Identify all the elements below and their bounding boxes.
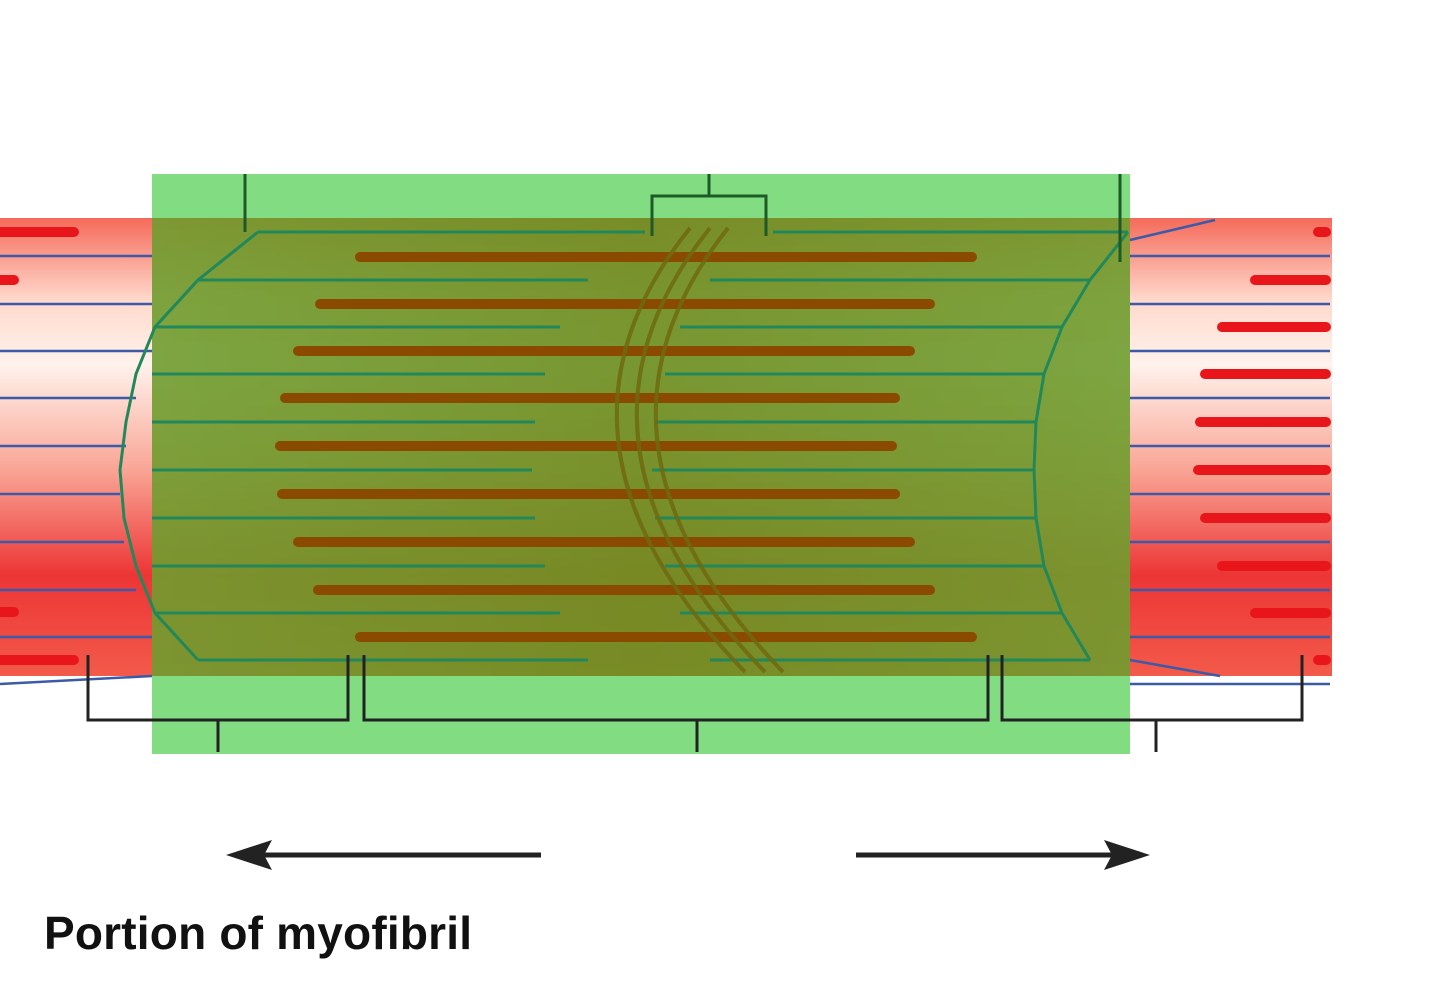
thin-filament-outside (0, 674, 153, 686)
thin-filaments-right-outside (1129, 218, 1330, 686)
thin-filament-outside (1129, 218, 1216, 242)
arrow-left-icon (226, 840, 541, 870)
thick-filaments-outside (0, 227, 1331, 665)
thin-filaments-inside (118, 230, 1130, 662)
top-brackets (243, 174, 1122, 262)
caption: Portion of myofibril (44, 907, 473, 959)
z-disc-right (1032, 231, 1130, 661)
thin-filaments-left-outside (0, 254, 153, 686)
z-disc-left (118, 230, 259, 662)
arrow-right-icon (856, 840, 1150, 870)
thin-filament-outside (1129, 658, 1221, 678)
thick-filaments (275, 252, 977, 642)
m-line (614, 226, 785, 674)
bottom-brackets (86, 655, 1304, 752)
